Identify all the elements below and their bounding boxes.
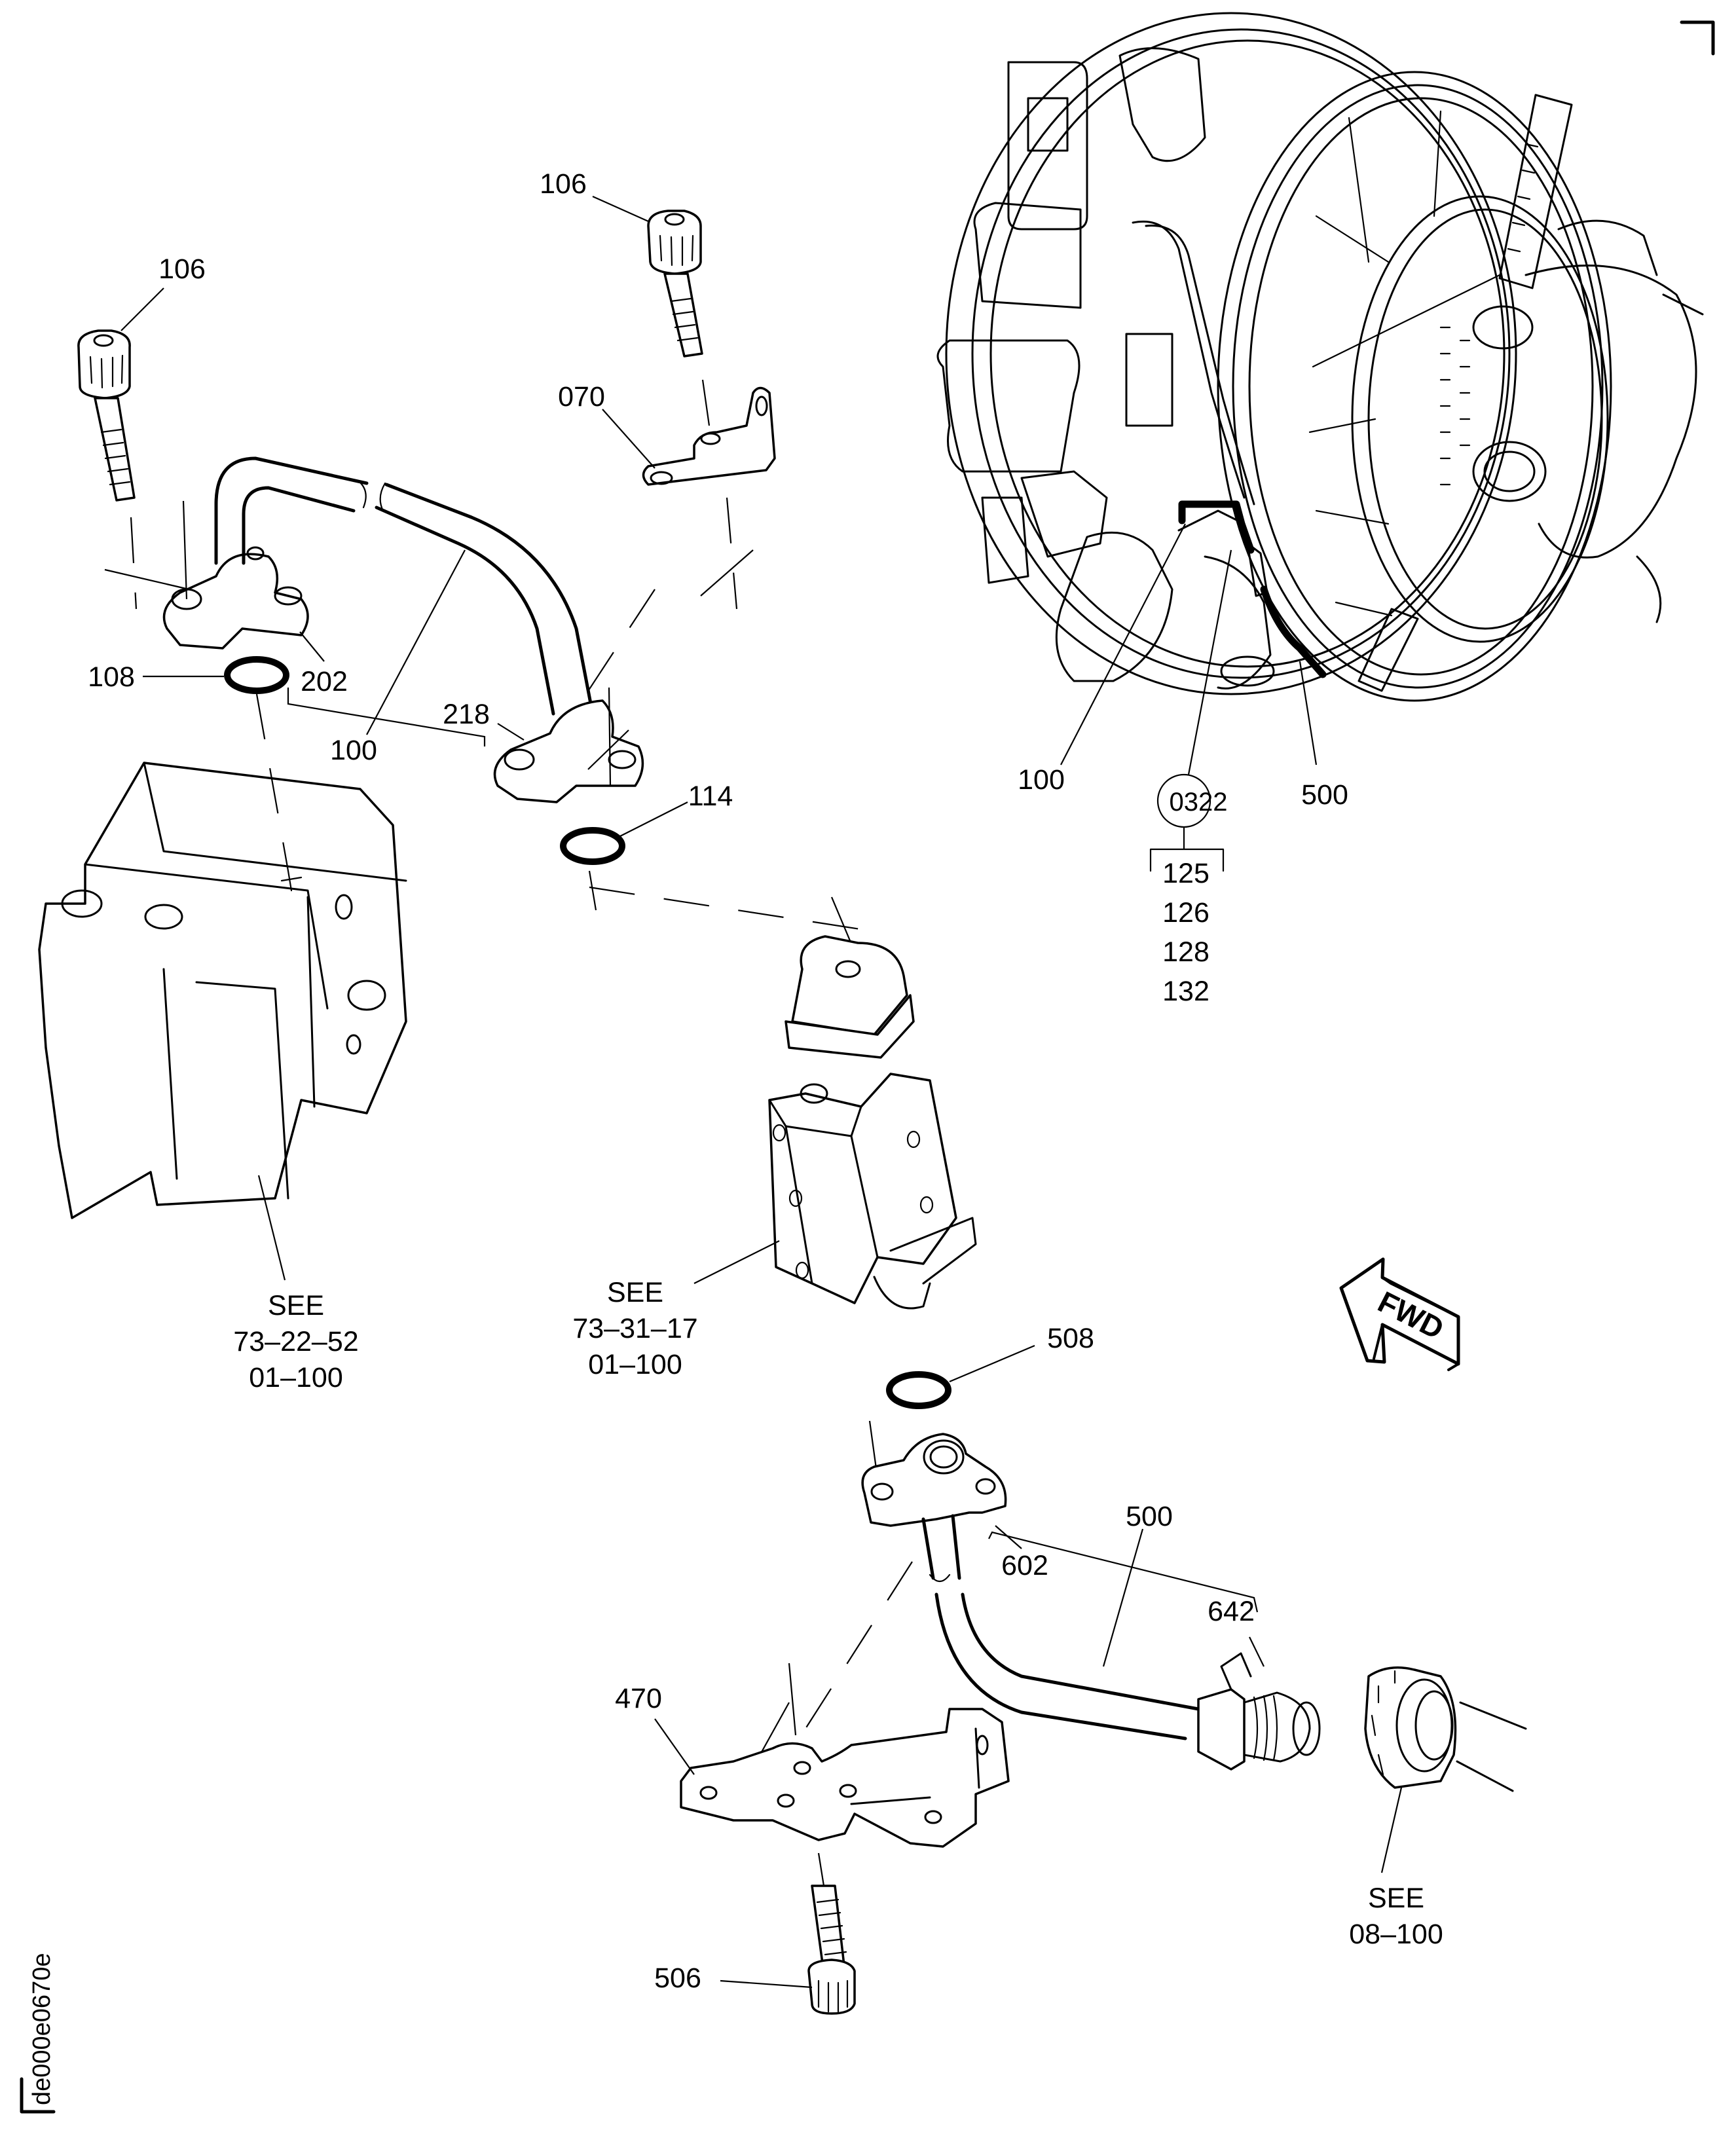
circled-reference-0322: 0322 [1149, 773, 1228, 872]
bolt-106-upper [647, 210, 703, 358]
component-fuel-control [768, 935, 977, 1310]
bolt-506 [807, 1885, 856, 2015]
callout-070: 070 [558, 381, 605, 413]
packing-108 [224, 656, 289, 694]
ref-center-items: 01–100 [588, 1349, 682, 1380]
bracket-470 [680, 1708, 1010, 1848]
corner-mark-bottom-left [20, 2077, 56, 2114]
callout-100: 100 [330, 735, 377, 766]
callout-470: 470 [615, 1683, 662, 1714]
packing-114 [560, 827, 625, 865]
callout-508: 508 [1047, 1323, 1094, 1354]
callout-218: 218 [443, 699, 490, 730]
ref-left-chapter: 73–22–52 [233, 1326, 358, 1357]
callout-642: 642 [1208, 1596, 1255, 1627]
callout-106-left: 106 [158, 253, 206, 285]
callout-108: 108 [88, 661, 135, 693]
engine-callout-500: 500 [1301, 779, 1348, 811]
callout-114: 114 [688, 781, 733, 812]
tube-100 [214, 456, 595, 716]
bracket-item-128: 128 [1162, 936, 1210, 968]
forward-arrow-icon: FWD [1339, 1257, 1460, 1371]
bracket-070 [642, 386, 776, 486]
component-fuel-pump [38, 693, 407, 1219]
callout-602: 602 [1001, 1550, 1048, 1581]
ref-left-items: 01–100 [249, 1362, 343, 1393]
engine-overview [936, 12, 1704, 702]
ref-left-see: SEE [268, 1290, 324, 1321]
ref-center-chapter: 73–31–17 [572, 1313, 697, 1344]
bracket-item-126: 126 [1162, 897, 1210, 929]
engine-tube-100 [1178, 500, 1255, 554]
flange-202 [162, 500, 309, 650]
figure-id: de000e0670e [28, 1953, 56, 2105]
ref-right-see: SEE [1368, 1883, 1424, 1914]
engine-callout-100: 100 [1018, 764, 1065, 796]
ref-center-see: SEE [607, 1277, 663, 1308]
corner-mark-top-right [1680, 20, 1715, 56]
tube-500 [921, 1514, 1321, 1771]
callout-500: 500 [1126, 1501, 1173, 1532]
bracket-item-132: 132 [1162, 976, 1210, 1007]
bolt-106-left [77, 329, 136, 502]
callout-202: 202 [301, 666, 348, 697]
svg-text:0322: 0322 [1170, 788, 1228, 817]
bracket-item-125: 125 [1162, 858, 1210, 889]
flange-218 [493, 699, 644, 803]
packing-508 [886, 1371, 951, 1409]
ref-right-chapter: 08–100 [1349, 1919, 1443, 1950]
callout-506: 506 [654, 1962, 701, 1994]
coupling-nut [1364, 1666, 1527, 1792]
engine-tube-500 [1260, 585, 1327, 678]
flange-602 [861, 1433, 1007, 1527]
callout-106-upper: 106 [540, 168, 587, 200]
